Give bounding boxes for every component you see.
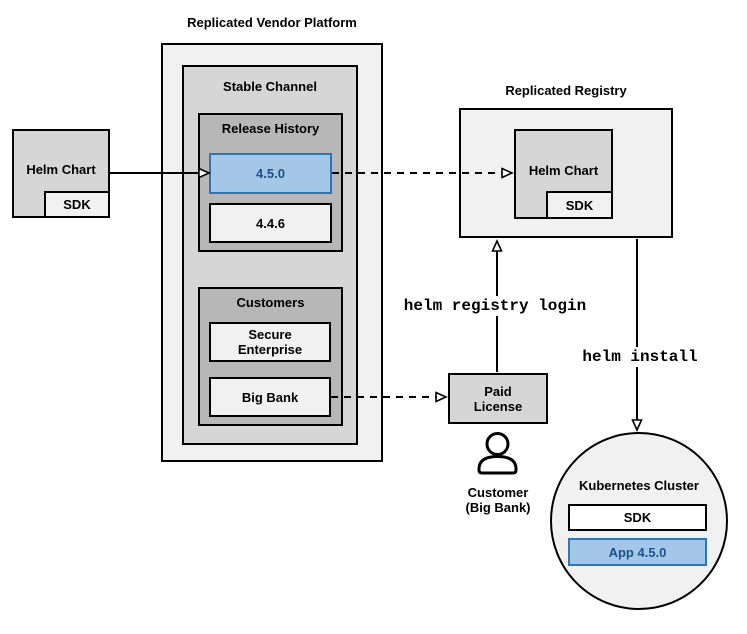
customers-label: Customers <box>236 295 305 310</box>
release-item-previous: 4.4.6 <box>209 203 332 243</box>
helm-install-command: helm install <box>572 347 708 367</box>
customer-name: Big Bank <box>241 389 299 405</box>
kubernetes-cluster-circle: Kubernetes Cluster SDK App 4.5.0 <box>550 432 728 610</box>
release-item-current: 4.5.0 <box>209 153 332 194</box>
registry-sdk-box: SDK <box>546 191 613 219</box>
registry-helm-chart-box: Helm Chart SDK <box>514 129 613 219</box>
helm-registry-login-command: helm registry login <box>398 296 592 316</box>
cluster-app-box: App 4.5.0 <box>568 538 707 566</box>
source-sdk-box: SDK <box>44 191 110 218</box>
registry-sdk-label: SDK <box>565 197 594 213</box>
stable-channel-box: Stable Channel Release History 4.5.0 4.4… <box>182 65 358 445</box>
paid-license-label: Paid License <box>473 383 523 414</box>
customer-actor-label: Customer (Big Bank) <box>446 485 550 515</box>
customer-item-big-bank: Big Bank <box>209 377 331 417</box>
cluster-sdk-label: SDK <box>623 510 652 525</box>
vendor-platform-box: Stable Channel Release History 4.5.0 4.4… <box>161 43 383 462</box>
vendor-platform-title: Replicated Vendor Platform <box>187 15 357 30</box>
stable-channel-label: Stable Channel <box>223 79 317 94</box>
source-helm-chart-box: Helm Chart SDK <box>12 129 110 218</box>
customer-name: Secure Enterprise <box>237 327 303 357</box>
kubernetes-cluster-label: Kubernetes Cluster <box>579 478 699 493</box>
registry-helm-chart-label: Helm Chart <box>528 162 599 178</box>
source-helm-chart-label: Helm Chart <box>26 162 96 177</box>
cluster-sdk-box: SDK <box>568 504 707 531</box>
customers-box: Customers Secure Enterprise Big Bank <box>198 287 343 426</box>
release-version: 4.5.0 <box>256 166 285 181</box>
source-sdk-label: SDK <box>63 197 91 212</box>
release-version: 4.4.6 <box>256 215 285 231</box>
release-history-box: Release History 4.5.0 4.4.6 <box>198 113 343 252</box>
customer-item-secure-enterprise: Secure Enterprise <box>209 322 331 362</box>
registry-title: Replicated Registry <box>505 83 627 98</box>
person-icon <box>475 429 520 480</box>
paid-license-box: Paid License <box>448 373 548 424</box>
customer-actor-text: Customer (Big Bank) <box>465 485 531 515</box>
registry-box: Helm Chart SDK <box>459 108 673 238</box>
cluster-app-label: App 4.5.0 <box>608 544 667 560</box>
release-history-label: Release History <box>221 121 320 136</box>
